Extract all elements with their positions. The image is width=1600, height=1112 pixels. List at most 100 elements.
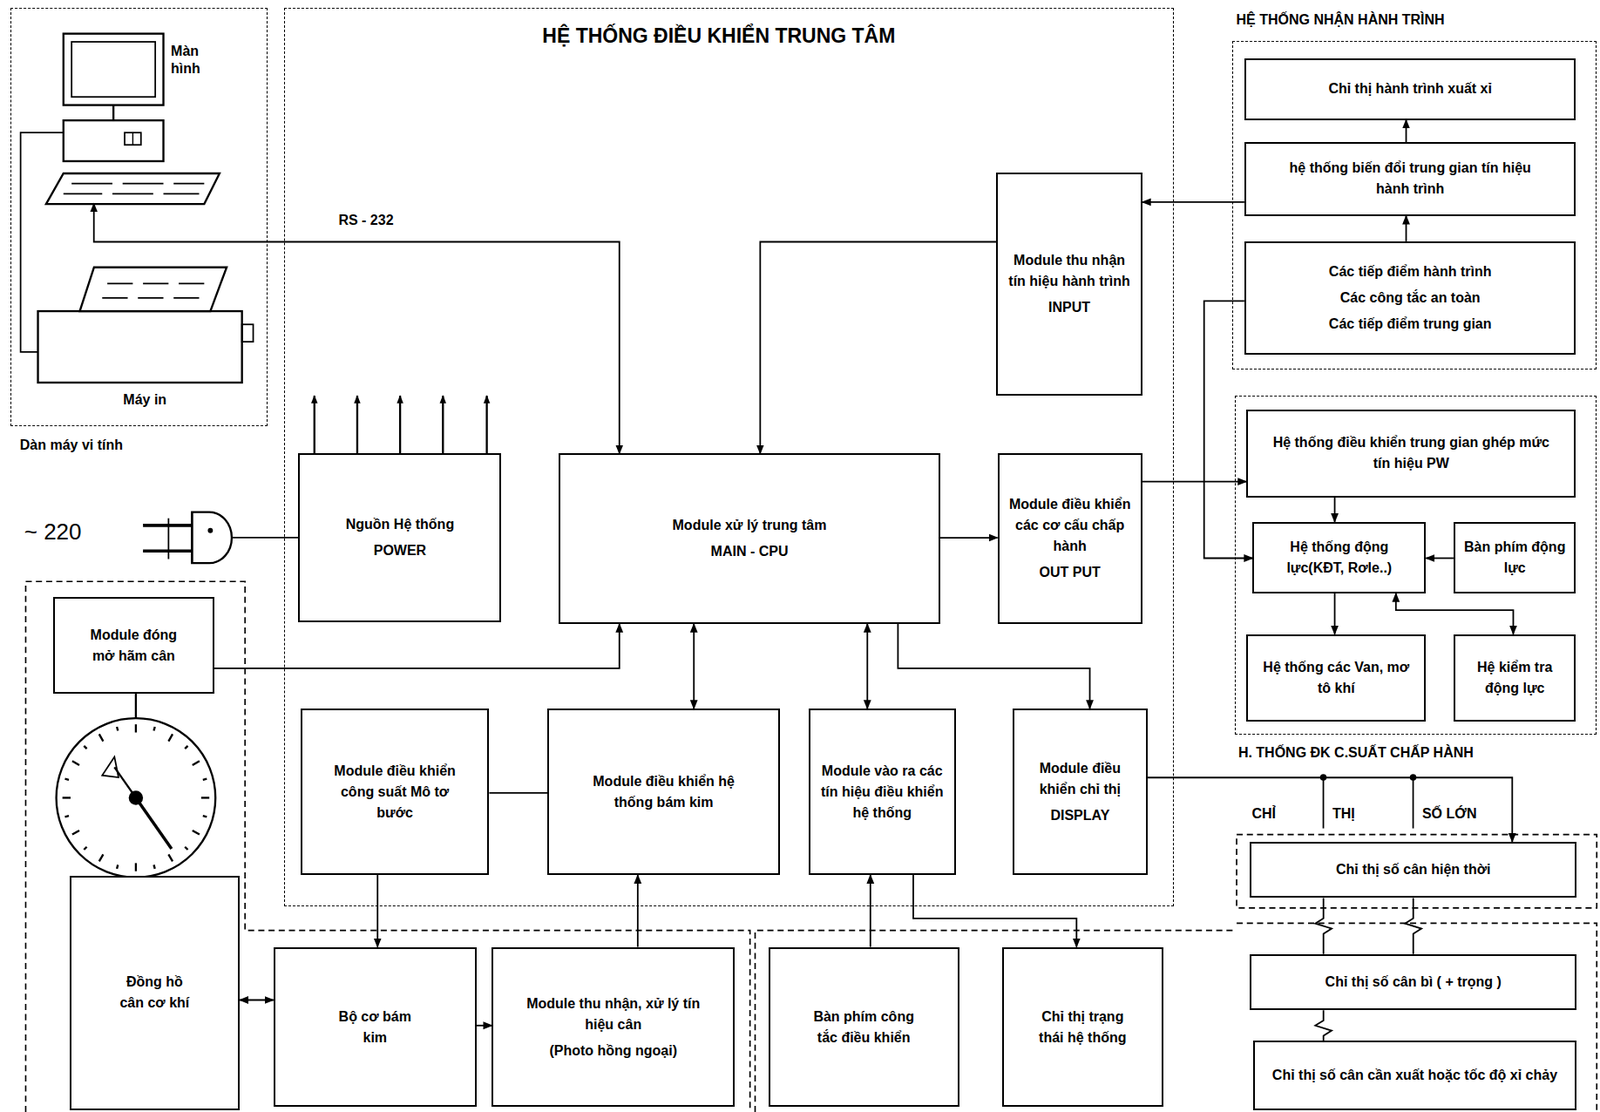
connector — [1334, 593, 1336, 635]
group-heading: Dàn máy vi tính — [20, 436, 255, 455]
power-output — [441, 395, 444, 455]
dial-tick — [168, 854, 173, 862]
monitor-unit: Màn hình — [45, 30, 223, 204]
actuator-group: Hệ thống điều khiển trung gian ghép mức … — [1234, 395, 1598, 735]
dial-tick — [201, 796, 210, 799]
connector — [1425, 557, 1454, 560]
printer-paper — [80, 267, 228, 312]
monitor-frame — [63, 33, 164, 106]
power-plug — [190, 512, 193, 564]
node-text: (Photo hồng ngoại) — [549, 1040, 678, 1062]
group-heading: H. THỐNG ĐK C.SUẤT CHẤP HÀNH — [1238, 744, 1596, 762]
process-box: Hệ thống các Van, mơ tô khí — [1246, 634, 1426, 723]
connector — [214, 623, 620, 669]
connector — [376, 874, 379, 948]
connector — [692, 623, 695, 709]
dial-tick — [135, 724, 137, 733]
connector — [759, 242, 997, 455]
plug-pins — [167, 518, 170, 560]
node-text: Chỉ thị số cân cần xuất hoặc tốc độ xỉ c… — [1272, 1064, 1558, 1086]
node-text: Máy in — [34, 391, 255, 409]
node-text: Bàn phím động lực — [1462, 536, 1568, 579]
module-box: Module thu nhận, xử lý tín hiệu cân (Phot… — [491, 947, 735, 1108]
dial-tick — [203, 779, 208, 780]
brake-link — [135, 693, 137, 719]
connector — [476, 1024, 493, 1027]
node-text: Các công tắc an toàn — [1340, 287, 1481, 309]
node-text: Đồng hồ cân cơ khí — [114, 971, 197, 1014]
dial-tick — [64, 815, 69, 817]
node-text: Hệ thống điều khiển trung gian ghép mức … — [1263, 432, 1560, 475]
connector — [1396, 593, 1514, 635]
display-tap — [1322, 777, 1325, 829]
dial-tick — [192, 760, 200, 766]
device-group: Màn hìnhMáy inDàn máy vi tính — [10, 7, 268, 427]
indicator-box: Chỉ thị trạng thái hệ thống — [1002, 947, 1164, 1108]
dial-tick — [83, 745, 87, 749]
dial-tick — [168, 733, 173, 741]
printer-unit: Máy in — [34, 266, 255, 416]
printer-cable — [20, 132, 64, 353]
connector — [869, 874, 872, 948]
node-text: Module xử lý trung tâm — [672, 515, 828, 536]
node-text: Module vào ra các tín hiệu điều khiển hệ… — [817, 760, 948, 824]
connector — [1404, 897, 1422, 954]
dial-ticks — [62, 724, 211, 872]
signal-label: CHỈ — [1249, 806, 1278, 822]
node-text: Hệ thống các Van, mơ tô khí — [1254, 657, 1417, 699]
keyboard-keys — [63, 183, 205, 195]
disk-drive — [132, 132, 134, 145]
dial-tick — [99, 854, 104, 862]
node-text: Nguồn Hệ thống — [345, 514, 455, 536]
keyboard — [46, 173, 220, 204]
node-text: Module thu nhận tín hiệu hành trình — [1008, 250, 1132, 292]
process-box: hệ thống biến đổi trung gian tín hiệu hà… — [1244, 142, 1577, 216]
node-text: OUT PUT — [1039, 562, 1101, 584]
dial-tick — [192, 830, 200, 835]
dial-hub — [128, 790, 143, 805]
dial-tick — [62, 796, 71, 799]
process-box: Hệ kiểm tra động lực — [1453, 634, 1577, 723]
connector — [1334, 497, 1336, 523]
connector — [1405, 120, 1408, 143]
node-text: MAIN - CPU — [711, 541, 789, 563]
node-text: Màn hình — [170, 42, 223, 78]
printer-body — [38, 311, 243, 383]
dial-tick — [154, 864, 156, 869]
central-control-group: Module thu nhận tín hiệu hành trìnhINPUT… — [284, 7, 1174, 906]
power-plug — [191, 512, 232, 564]
process-box: Hệ thống động lực(KĐT, Rơle..) — [1252, 522, 1426, 594]
connector — [637, 874, 639, 948]
connector — [239, 999, 274, 1002]
plug-pins — [142, 525, 192, 551]
group-outline — [25, 581, 1597, 1112]
node-text: Module thu nhận, xử lý tín hiệu cân — [515, 993, 710, 1036]
power-output — [485, 395, 488, 455]
connector — [897, 623, 1090, 709]
node-text: Chỉ thị số cân bì ( + trọng ) — [1325, 971, 1502, 993]
connector — [94, 203, 620, 455]
dial-tick — [64, 779, 69, 780]
dial-tick — [72, 760, 80, 766]
module-box: Module điều khiển chỉ thịDISPLAY — [1012, 708, 1148, 875]
module-box: Module điều khiển các cơ cấu chấp hànhOU… — [997, 453, 1143, 624]
connector — [1315, 897, 1332, 954]
node-text: POWER — [373, 540, 427, 562]
process-box: Bàn phím động lực — [1453, 522, 1577, 594]
module-box: Module vào ra các tín hiệu điều khiển hệ… — [808, 708, 956, 875]
connector — [488, 792, 548, 794]
device-box: Đồng hồ cân cơ khí — [69, 875, 241, 1111]
monitor-screen — [71, 41, 156, 97]
node-text: Module điều khiển các cơ cấu chấp hành — [1006, 494, 1134, 557]
node-text: Hệ kiểm tra động lực — [1462, 657, 1568, 699]
dial-needle — [135, 797, 172, 849]
display-tap — [1412, 777, 1415, 829]
node-text: Module điều khiển chỉ thị — [1021, 758, 1139, 800]
connector — [940, 536, 998, 539]
node-text: Hệ thống động lực(KĐT, Rơle..) — [1261, 536, 1417, 579]
module-box: Module đóng mở hãm cân — [53, 596, 215, 694]
scale-dial — [56, 718, 217, 878]
connector — [913, 874, 1077, 948]
dial-tick — [184, 745, 188, 749]
